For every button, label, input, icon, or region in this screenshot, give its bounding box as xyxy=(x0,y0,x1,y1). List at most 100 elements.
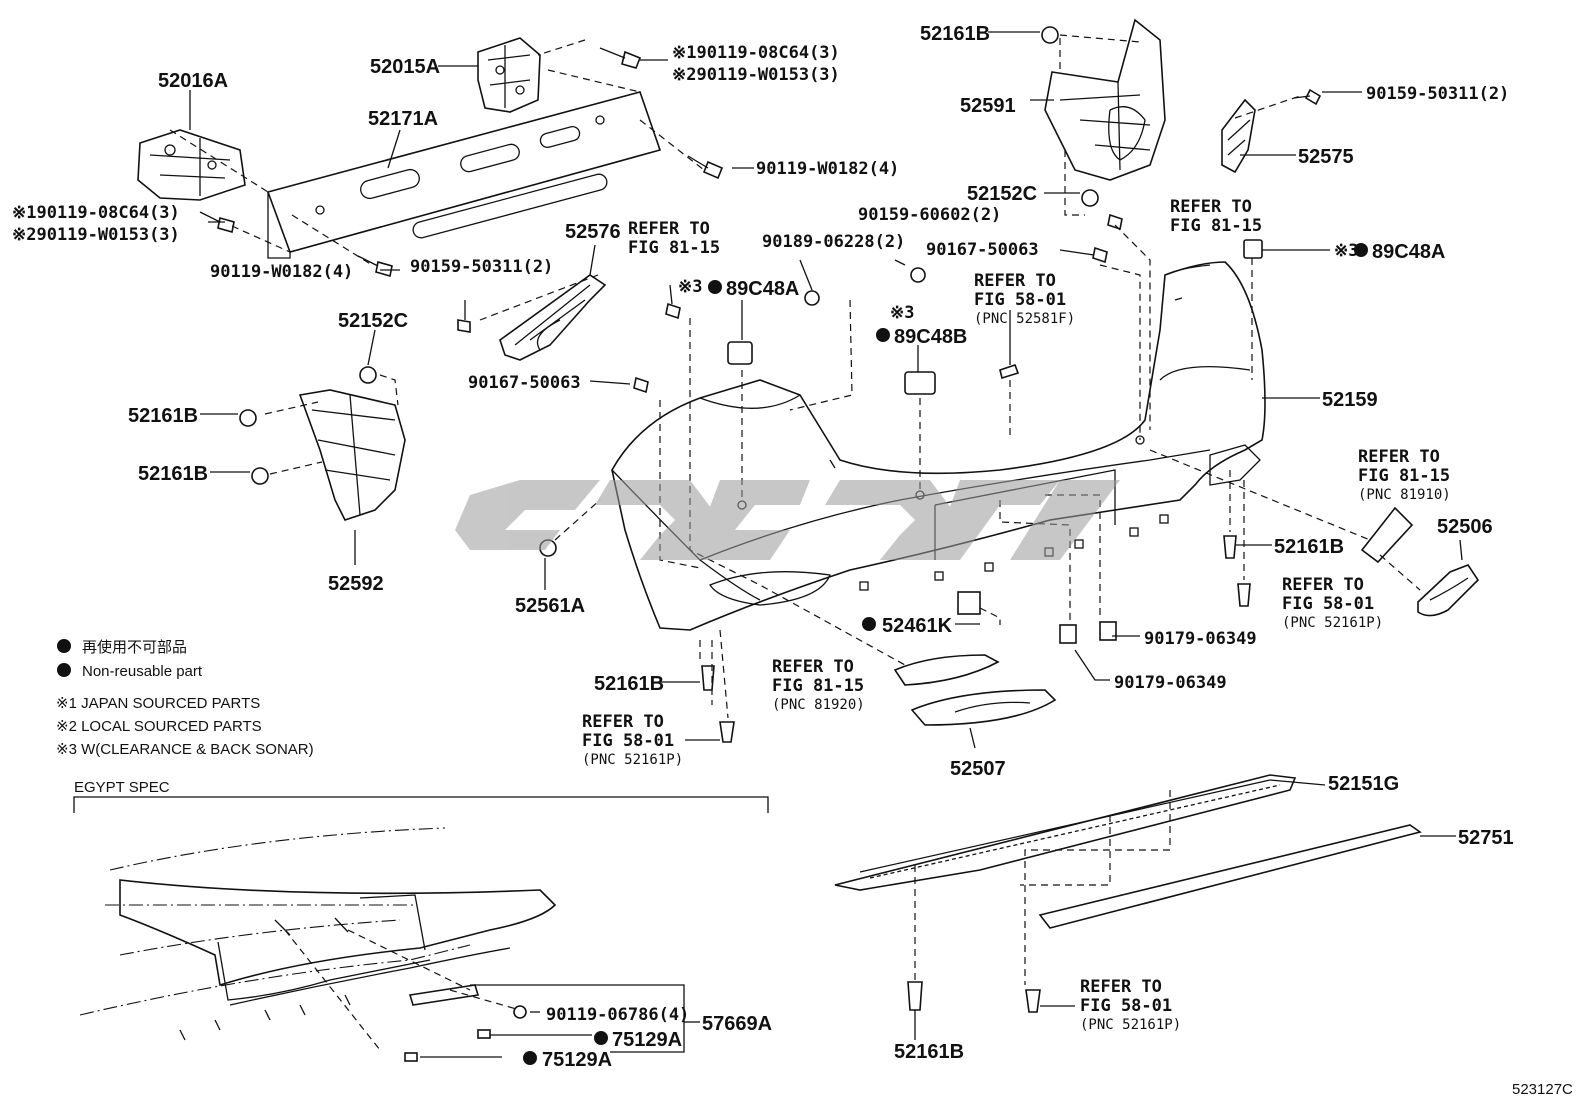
fastener-w0182-right: 90119-W0182(4) xyxy=(756,159,899,179)
legend: 再使用不可部品 Non-reusable part ※1 JAPAN SOURC… xyxy=(56,639,1573,1098)
label-52161b-r: 52161B xyxy=(1274,536,1344,558)
legend-note-2: ※2 LOCAL SOURCED PARTS xyxy=(56,718,262,735)
bumper-cover-52159 xyxy=(611,261,1266,631)
refer-5-line3: (PNC 52161P) xyxy=(1282,615,1383,631)
refer-1-line1: REFER TO xyxy=(628,219,710,239)
bracket-52015a xyxy=(477,37,541,113)
fastener-w0182-left: 90119-W0182(4) xyxy=(210,262,353,282)
fastener-06228: 90189-06228(2) xyxy=(762,232,905,252)
label-52161b-l2: 52161B xyxy=(138,463,208,485)
refer-8-line1: REFER TO xyxy=(1080,977,1162,997)
fastener-50063-right: 90167-50063 xyxy=(926,240,1039,260)
clip-52581f xyxy=(999,363,1020,380)
refer-6-line2: FIG 81-15 xyxy=(772,676,864,696)
bolts xyxy=(199,47,1322,394)
bracket-52016a xyxy=(137,129,246,201)
label-57669a: 57669A xyxy=(702,1013,772,1035)
reflector-81920 xyxy=(893,654,1000,686)
label-75129a-2: 75129A xyxy=(542,1049,612,1071)
label-89c48a-right: 89C48A xyxy=(1372,241,1445,263)
label-52161b-l1: 52161B xyxy=(128,405,198,427)
label-52751: 52751 xyxy=(1458,827,1514,849)
clip-90179-a xyxy=(1059,624,1077,644)
egypt-spec-title: EGYPT SPEC xyxy=(74,779,170,796)
clip-90179-b xyxy=(1099,621,1117,641)
label-52159: 52159 xyxy=(1322,389,1378,411)
fastener-top-1: ※190119-08C64(3) xyxy=(672,43,840,63)
reflector-81910 xyxy=(1360,506,1414,564)
refer-3-line3: (PNC 52581F) xyxy=(974,311,1075,327)
bracket-52575 xyxy=(1221,98,1256,174)
mark-3-b: ※3 xyxy=(890,303,914,323)
non-reusable-dots xyxy=(57,243,1368,1065)
refer-5-line2: FIG 58-01 xyxy=(1282,594,1374,614)
refer-1-line2: FIG 81-15 xyxy=(628,238,720,258)
refer-6-line1: REFER TO xyxy=(772,657,854,677)
label-75129a-1: 75129A xyxy=(612,1029,682,1051)
mark-3-mid: ※3 xyxy=(678,277,702,297)
watermark-logo xyxy=(455,480,1120,560)
bracket-89c48a-right xyxy=(1243,239,1263,259)
label-52016a: 52016A xyxy=(158,70,228,92)
push-clips xyxy=(239,26,1251,1013)
fastener-50311-right: 90159-50311(2) xyxy=(1366,84,1509,104)
refer-3-line2: FIG 58-01 xyxy=(974,290,1066,310)
refer-2-line2: FIG 81-15 xyxy=(1170,216,1262,236)
fastener-labels: ※190119-08C64(3) ※290119-W0153(3) ※19011… xyxy=(12,43,1509,1025)
retainer-52576 xyxy=(499,274,607,361)
label-52151g: 52151G xyxy=(1328,773,1399,795)
label-89c48b: 89C48B xyxy=(894,326,967,348)
label-52161b-bottom: 52161B xyxy=(894,1041,964,1063)
refer-2-line1: REFER TO xyxy=(1170,197,1252,217)
reflectors xyxy=(893,506,1480,726)
small-components xyxy=(727,239,1263,644)
refer-7-line2: FIG 58-01 xyxy=(582,731,674,751)
refer-8-line2: FIG 58-01 xyxy=(1080,996,1172,1016)
reinforcement-bar xyxy=(266,91,662,259)
label-52152c-left: 52152C xyxy=(338,310,408,332)
assembly-lines xyxy=(169,34,1421,985)
fastener-50311-left: 90159-50311(2) xyxy=(410,257,553,277)
fastener-06349-a: 90179-06349 xyxy=(1144,629,1257,649)
refer-4-line2: FIG 81-15 xyxy=(1358,466,1450,486)
label-52171a: 52171A xyxy=(368,108,438,130)
refer-3-line1: REFER TO xyxy=(974,271,1056,291)
bracket-89c48b xyxy=(904,371,936,395)
fastener-left-2: ※290119-W0153(3) xyxy=(12,225,180,245)
mark-3-right: ※3 xyxy=(1334,241,1358,261)
label-89c48a-mid: 89C48A xyxy=(726,278,799,300)
molding-52751 xyxy=(1038,824,1422,929)
refer-8-line3: (PNC 52161P) xyxy=(1080,1017,1181,1033)
egypt-spec-section xyxy=(73,796,769,1062)
fastener-left-1: ※190119-08C64(3) xyxy=(12,203,180,223)
figure-id: 523127C xyxy=(1512,1081,1573,1098)
label-52161b-top: 52161B xyxy=(920,23,990,45)
cover-52507 xyxy=(910,689,1057,726)
label-52461k: 52461K xyxy=(882,615,953,637)
label-52591: 52591 xyxy=(960,95,1016,117)
leader-lines xyxy=(189,31,1463,1040)
label-52506: 52506 xyxy=(1437,516,1493,538)
label-52561a: 52561A xyxy=(515,595,585,617)
refer-4-line1: REFER TO xyxy=(1358,447,1440,467)
refer-7-line1: REFER TO xyxy=(582,712,664,732)
label-52161b-bl: 52161B xyxy=(594,673,664,695)
label-52592: 52592 xyxy=(328,573,384,595)
legend-en: Non-reusable part xyxy=(82,663,203,680)
refer-4-line3: (PNC 81910) xyxy=(1358,487,1451,503)
label-52152c-right: 52152C xyxy=(967,183,1037,205)
legend-jp: 再使用不可部品 xyxy=(82,639,187,656)
label-52015a: 52015A xyxy=(370,56,440,78)
lower-garnish-52151g xyxy=(834,774,1297,891)
label-52576: 52576 xyxy=(565,221,621,243)
bracket-52591 xyxy=(1044,18,1166,181)
label-52507: 52507 xyxy=(950,758,1006,780)
refer-5-line1: REFER TO xyxy=(1282,575,1364,595)
fastener-top-2: ※290119-W0153(3) xyxy=(672,65,840,85)
sensor-52461k xyxy=(957,591,981,615)
fastener-60602: 90159-60602(2) xyxy=(858,205,1001,225)
fastener-06349-b: 90179-06349 xyxy=(1114,673,1227,693)
fastener-50063-left: 90167-50063 xyxy=(468,373,581,393)
refer-6-line3: (PNC 81920) xyxy=(772,697,865,713)
